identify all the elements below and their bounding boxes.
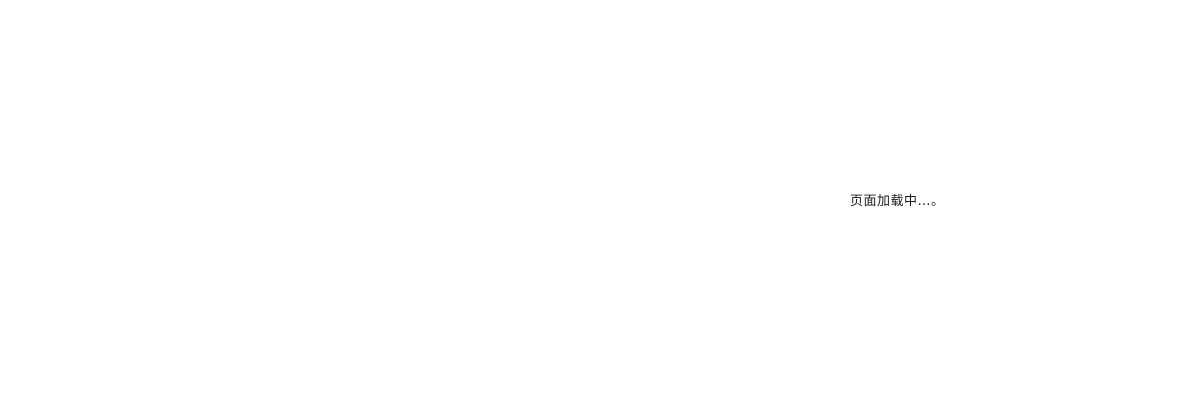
- page-status-message: 页面加载中…。: [850, 194, 945, 209]
